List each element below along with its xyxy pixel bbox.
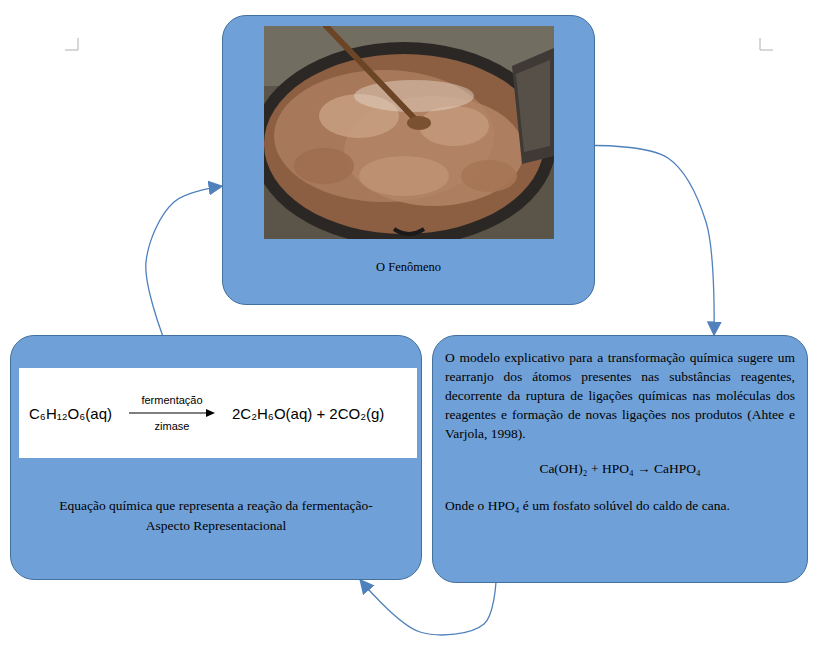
reaction-condition: zimase [155,420,190,432]
reaction-arrow-head [206,409,215,417]
crop-mark [65,38,78,50]
cane-juice [264,54,544,234]
foam-bubble [461,160,517,192]
steam [354,80,474,112]
model-note: Onde o HPO₄ é um fosfato solúvel do cald… [445,496,795,515]
paddle [512,48,554,164]
equation-row: C₆H₁₂O₆(aq) fermentação zimase 2C₂H₆O(aq) +… [29,368,407,458]
reaction-arrow [128,408,216,418]
equation-panel: C₆H₁₂O₆(aq) fermentação zimase 2C₂H₆O(aq) +… [19,368,417,458]
reactant-formula: C₆H₁₂O₆(aq) [29,405,112,422]
product-formula: 2C₂H₆O(aq) + 2CO₂(g) [232,405,384,422]
paddle-face [516,60,550,152]
wooden-spoon [326,26,414,118]
model-text: O modelo explicativo para a transformaçã… [445,348,795,443]
cycle-arrow [360,580,496,635]
representational-box: Equação química que representa a reação … [10,335,422,580]
chemical-equation: Ca(OH)₂ + HPO₄ → CaHPO₄ [445,459,795,478]
spoon-head [407,116,431,130]
foam-bubble [359,156,449,196]
box-caption: Equação química que representa a reação … [41,496,391,536]
cycle-arrow [595,145,714,335]
phenomenon-photo [264,26,554,239]
box-caption: O Fenômeno [235,259,582,275]
reaction-arrow-line [129,412,208,413]
crop-mark [760,38,773,50]
pan-rim [264,42,554,239]
pan-handle [394,229,424,234]
model-box: O modelo explicativo para a transformaçã… [432,335,808,583]
reaction-condition: fermentação [141,394,202,406]
cycle-arrow [146,186,222,335]
foam-bubble [294,148,354,184]
phenomenon-box: O Fenômeno [222,15,595,305]
